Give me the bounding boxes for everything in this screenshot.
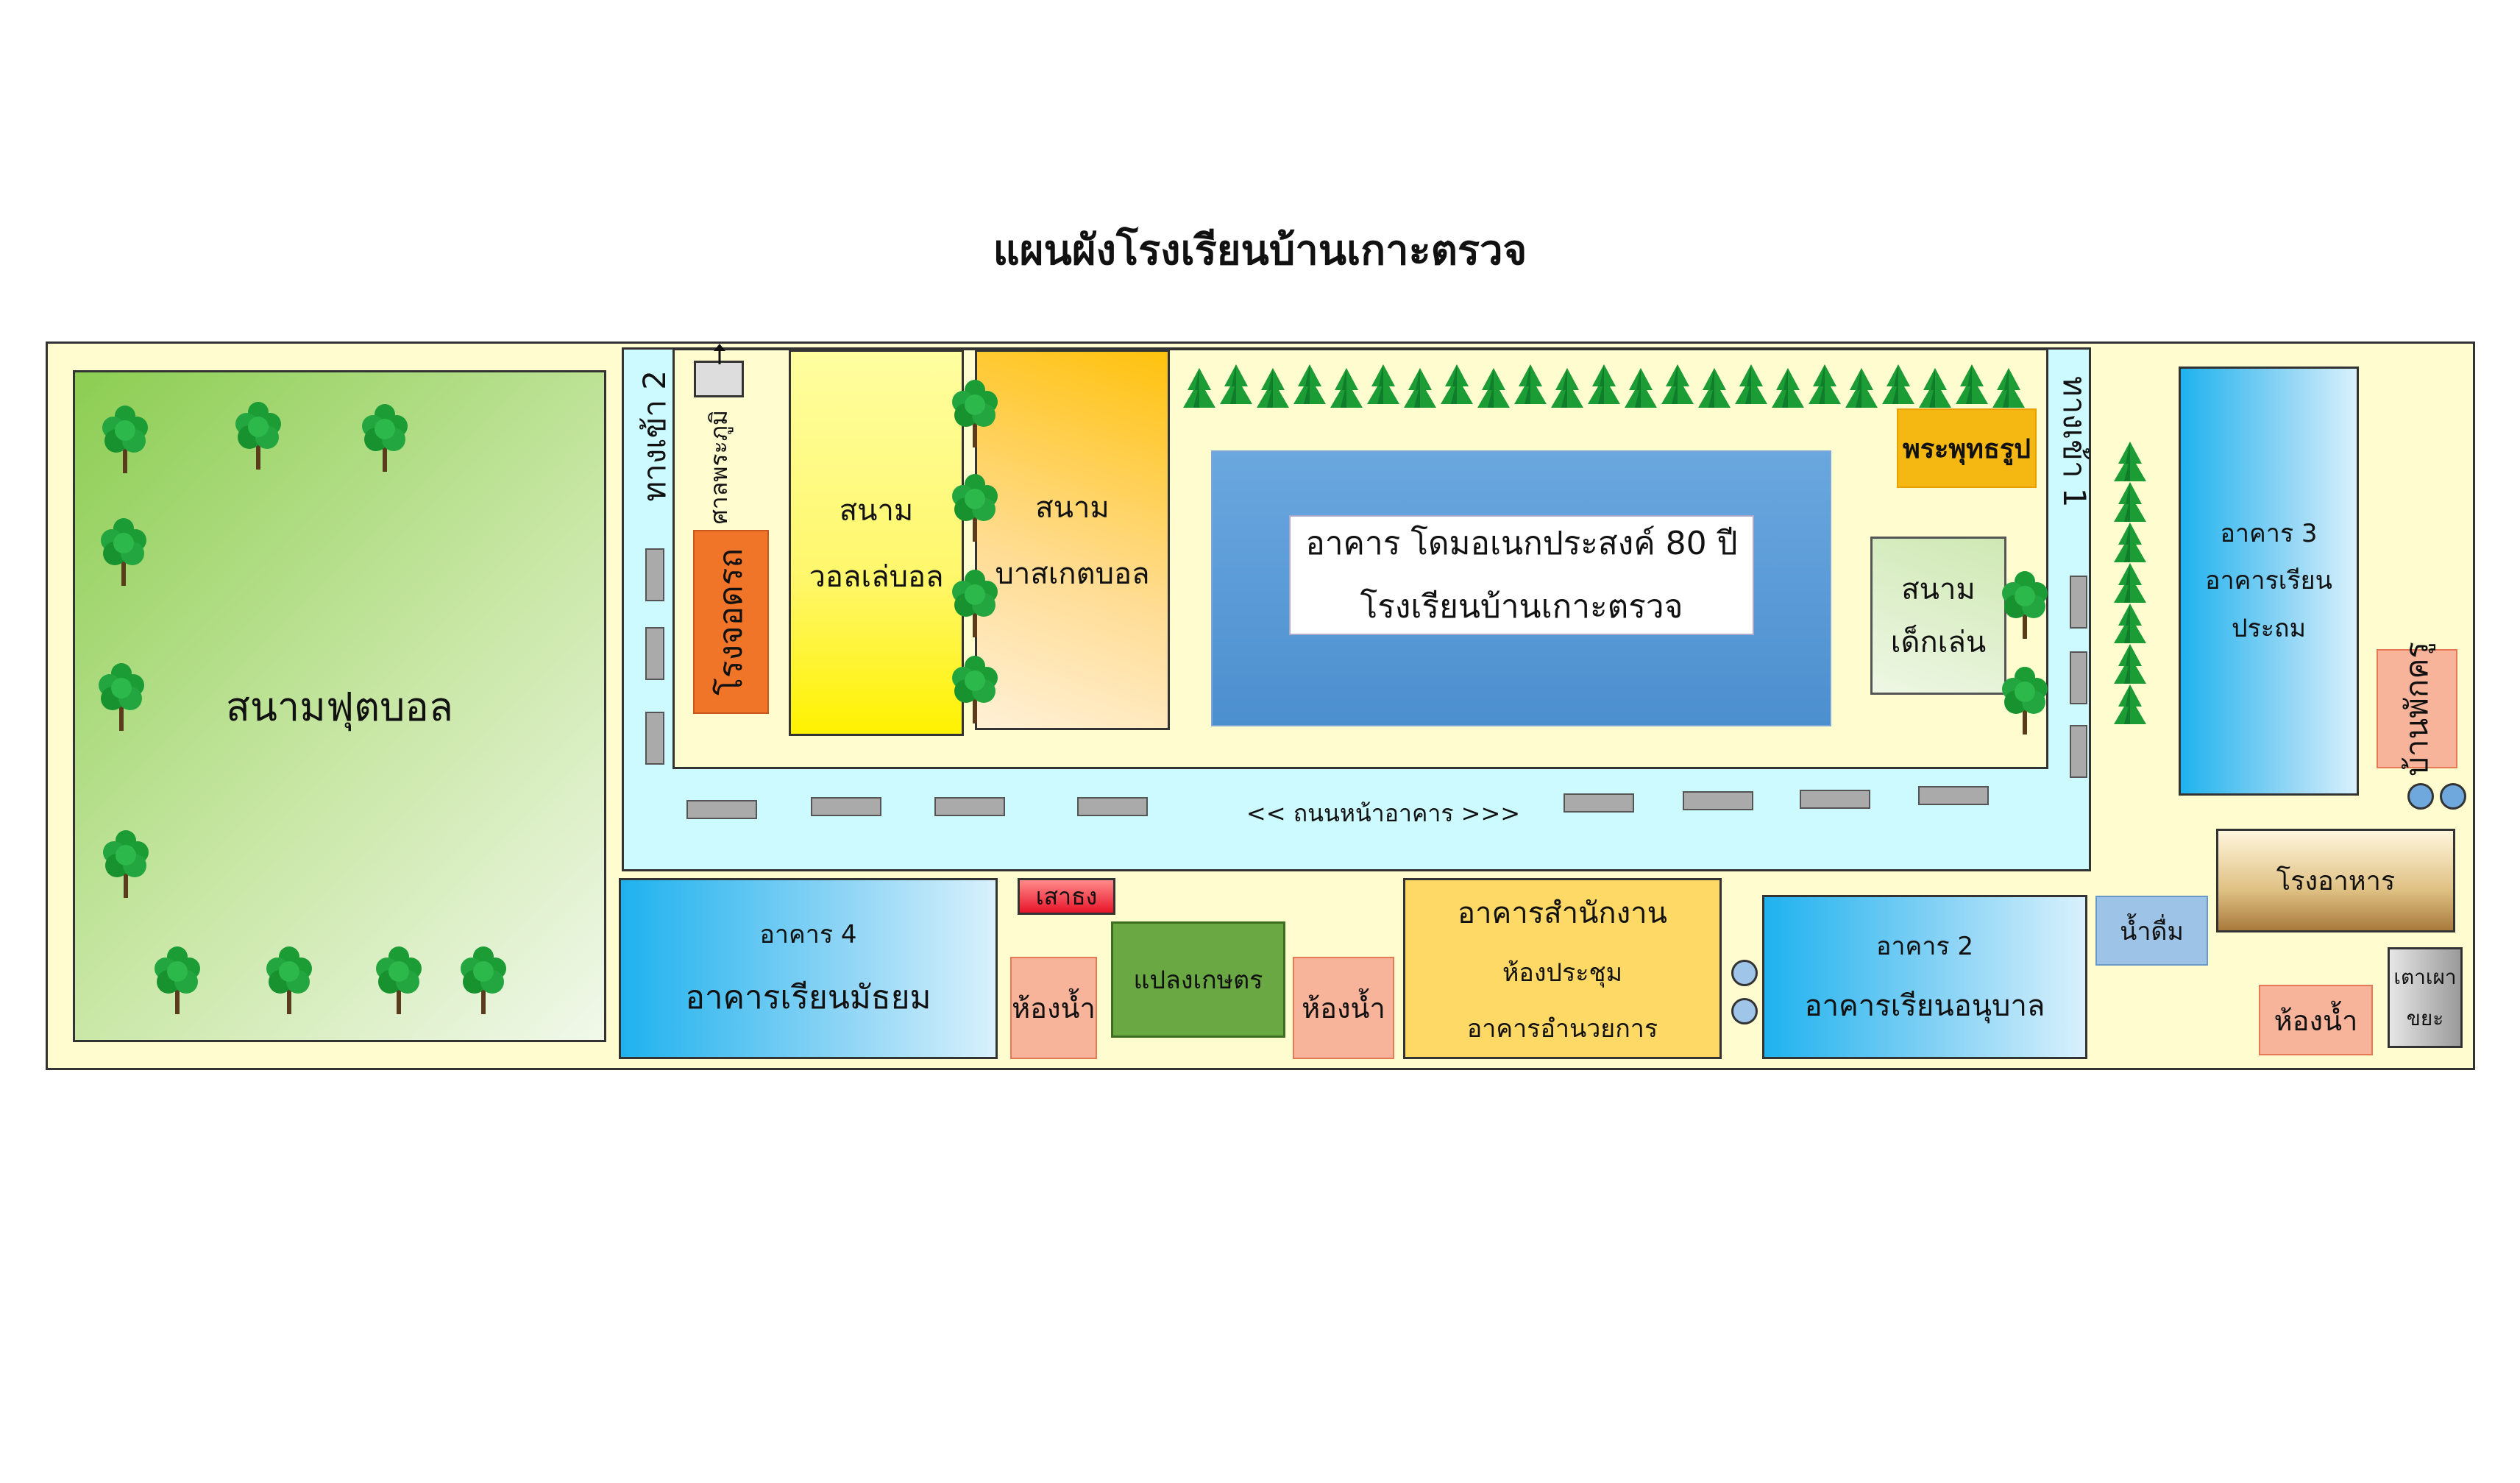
flagpole[interactable]: เสาธง	[1018, 878, 1115, 915]
drinking-water-station[interactable]: น้ำดื่ม	[2095, 896, 2208, 966]
playground[interactable]: สนาม เด็กเล่น	[1870, 537, 2006, 695]
water-tank-icon	[2407, 783, 2434, 810]
canteen-label: โรงอาหาร	[2276, 866, 2396, 896]
bench	[1564, 793, 1634, 813]
buddha-statue[interactable]: พระพุทธรูป	[1897, 408, 2037, 488]
tree-icon	[99, 663, 144, 731]
bench	[1077, 797, 1148, 816]
pine-column-right	[2114, 442, 2146, 724]
bench	[645, 548, 664, 601]
playground-label-2: เด็กเล่น	[1890, 625, 1987, 659]
farm-label: แปลงเกษตร	[1133, 966, 1263, 995]
teacher-house[interactable]: บ้านพักครู	[2377, 642, 2457, 776]
tree-icon	[266, 946, 312, 1014]
tree-icon	[103, 830, 149, 898]
tree-icon	[155, 946, 200, 1014]
volleyball-label-1: สนาม	[839, 493, 914, 528]
entrance-1[interactable]: ทางเข้า 1	[2056, 372, 2093, 512]
water-tank-icon	[1731, 998, 1758, 1024]
water-tank-icon	[1731, 960, 1758, 986]
football-field-label: สนามฟุตบอล	[226, 683, 453, 730]
bench	[2070, 576, 2087, 629]
building-3-label-3: ประถม	[2231, 613, 2307, 643]
tree-icon	[376, 946, 422, 1014]
building-2[interactable]: อาคาร 2 อาคารเรียนอนุบาล	[1762, 895, 2087, 1059]
dome-label-2: โรงเรียนบ้านเกาะตรวจ	[1360, 587, 1683, 626]
farm-plot[interactable]: แปลงเกษตร	[1111, 921, 1285, 1038]
tree-icon	[362, 404, 408, 472]
buddha-label: พระพุทธรูป	[1902, 433, 2031, 464]
road-label-text: << ถนนหน้าอาคาร >>>	[1246, 799, 1521, 827]
bench	[645, 712, 664, 765]
basketball-label-2: บาสเกตบอล	[995, 556, 1150, 591]
canteen[interactable]: โรงอาหาร	[2216, 829, 2455, 932]
building-4-label-1: อาคาร 4	[759, 920, 857, 949]
bench	[2070, 725, 2087, 778]
office-label-2: ห้องประชุม	[1502, 958, 1623, 988]
water-tank-icon	[2440, 783, 2466, 810]
playground-label-1: สนาม	[1901, 572, 1976, 606]
building-2-label-2: อาคารเรียนอนุบาล	[1804, 988, 2045, 1023]
road-label: << ถนนหน้าอาคาร >>>	[1221, 795, 1545, 832]
flagpole-label: เสาธง	[1035, 882, 1098, 910]
pine-row-top	[1183, 364, 2025, 408]
office-building[interactable]: อาคารสำนักงาน ห้องประชุม อาคารอำนวยการ	[1403, 878, 1722, 1059]
tree-icon	[952, 656, 998, 723]
building-4[interactable]: อาคาร 4 อาคารเรียนมัธยม	[619, 878, 998, 1059]
building-2-label-1: อาคาร 2	[1875, 931, 1974, 961]
drinking-water-label: น้ำดื่ม	[2120, 916, 2184, 946]
volleyball-court[interactable]: สนาม วอลเล่บอล	[789, 350, 964, 736]
bench	[1918, 786, 1989, 805]
building-4-label-2: อาคารเรียนมัธยม	[685, 979, 931, 1016]
bench	[2070, 651, 2087, 704]
dome-label-box: อาคาร โดมอเนกประสงค์ 80 ปี โรงเรียนบ้านเ…	[1289, 515, 1754, 635]
toilet-label: ห้องน้ำ	[2274, 1004, 2358, 1037]
incinerator-label-2: ขยะ	[2406, 1005, 2444, 1030]
tree-icon	[461, 946, 506, 1014]
building-3-label-1: อาคาร 3	[2220, 518, 2318, 548]
toilet-label: ห้องน้ำ	[1302, 992, 1385, 1024]
basketball-label-1: สนาม	[1035, 490, 1110, 525]
entrance-1-label: ทางเข้า 1	[2056, 375, 2093, 508]
building-3[interactable]: อาคาร 3 อาคารเรียน ประถม	[2179, 367, 2359, 796]
toilet-label: ห้องน้ำ	[1012, 992, 1096, 1024]
football-field[interactable]: สนามฟุตบอล	[73, 370, 606, 1042]
incinerator-label-1: เตาเผา	[2393, 964, 2457, 989]
tree-icon	[102, 406, 148, 473]
tree-icon	[101, 518, 146, 586]
building-3-label-2: อาคารเรียน	[2205, 566, 2332, 596]
basketball-court[interactable]: สนาม บาสเกตบอล	[975, 350, 1170, 730]
toilet[interactable]: ห้องน้ำ	[1293, 957, 1394, 1059]
toilet[interactable]: ห้องน้ำ	[1010, 957, 1097, 1059]
incinerator[interactable]: เตาเผา ขยะ	[2388, 947, 2463, 1048]
office-label-3: อาคารอำนวยการ	[1466, 1014, 1658, 1044]
bench	[686, 800, 757, 819]
tree-icon	[235, 402, 281, 470]
bench	[645, 627, 664, 680]
volleyball-label-2: วอลเล่บอล	[809, 559, 944, 594]
bench	[1800, 790, 1870, 809]
garage[interactable]: โรงจอดรถ	[693, 530, 769, 714]
bench	[1683, 791, 1753, 810]
spirit-house-icon	[694, 344, 744, 397]
toilet[interactable]: ห้องน้ำ	[2259, 985, 2373, 1055]
tree-icon	[952, 570, 998, 637]
tree-icon	[952, 380, 998, 447]
tree-icon	[952, 474, 998, 542]
office-label-1: อาคารสำนักงาน	[1458, 896, 1667, 930]
dome-label-1: อาคาร โดมอเนกประสงค์ 80 ปี	[1305, 524, 1738, 562]
bench	[934, 797, 1005, 816]
tree-icon	[2002, 571, 2048, 639]
map-title: แผนผังโรงเรียนบ้านเกาะตรวจ	[993, 227, 1527, 275]
tree-icon	[2002, 667, 2048, 735]
bench	[811, 797, 881, 816]
